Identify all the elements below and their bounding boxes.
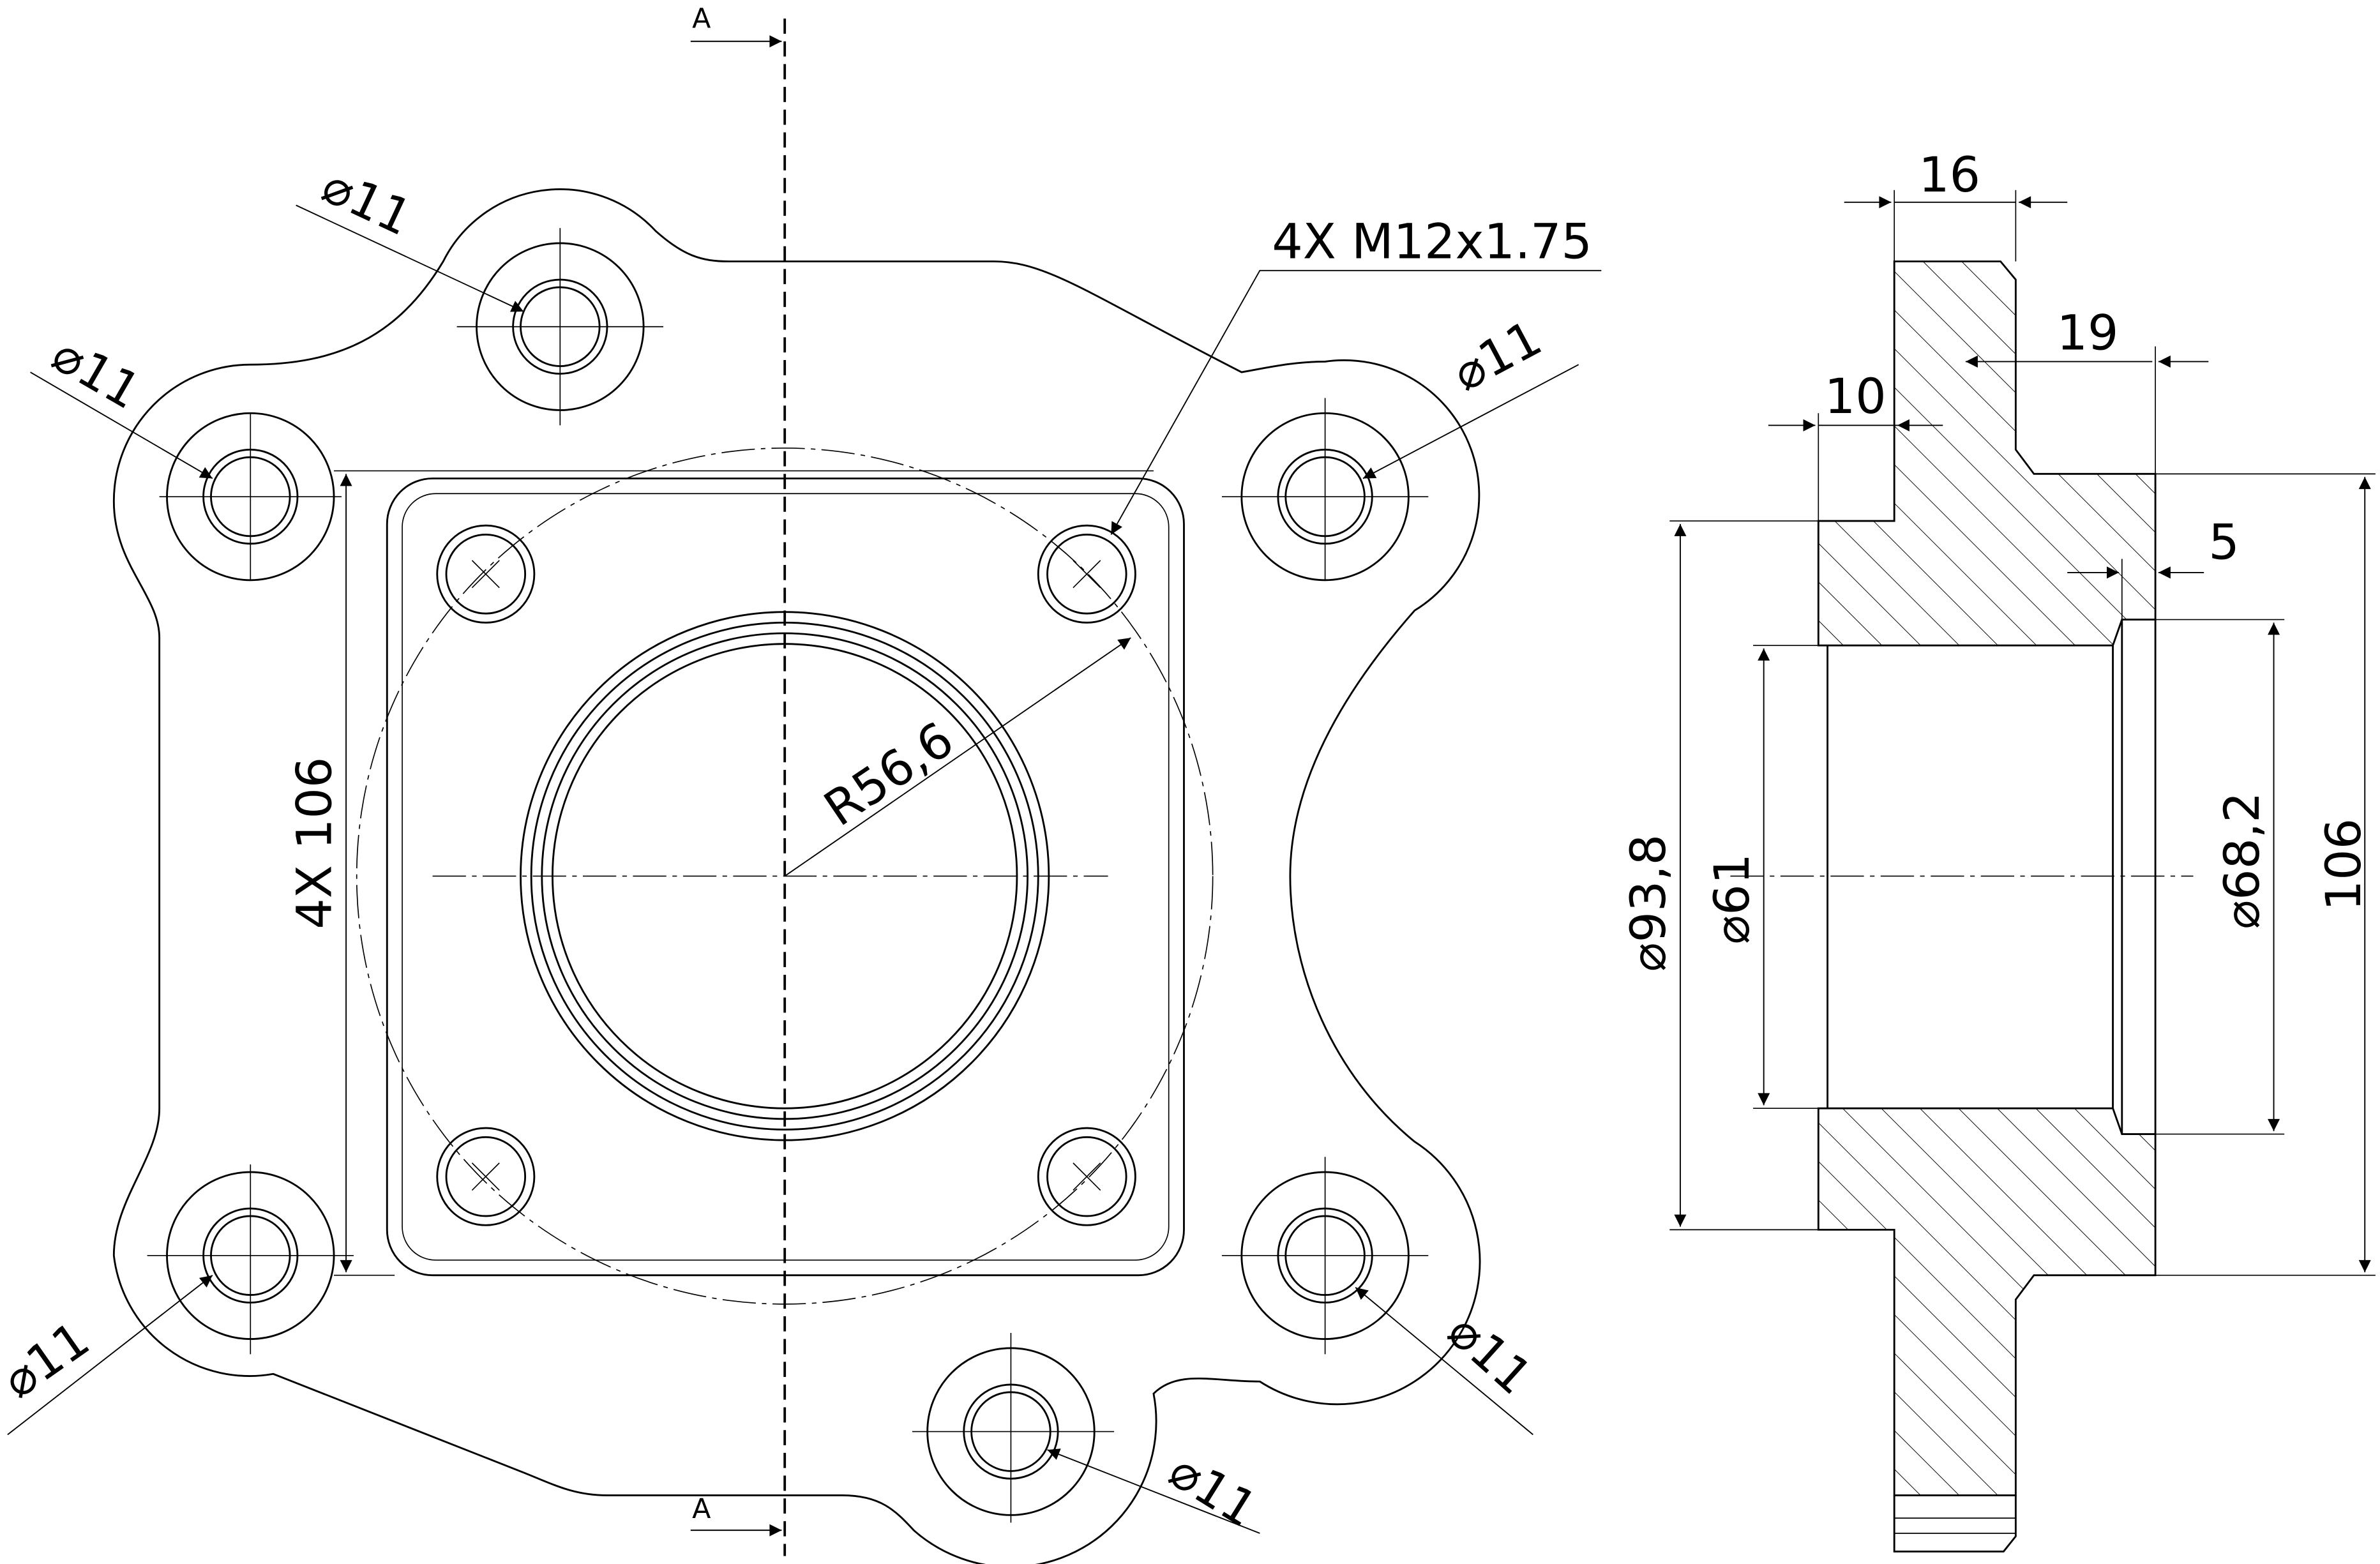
dim-16: 16 [1918, 146, 1980, 203]
dia-93-8: ⌀93,8 [1620, 834, 1676, 972]
hole-label: ⌀11 [314, 156, 421, 246]
hole-leader [1362, 364, 1579, 479]
bolt-circle [356, 447, 1214, 1305]
hole-label: ⌀11 [1159, 1441, 1267, 1538]
radius-dimension-line [784, 637, 1131, 877]
thread-callout: 4X M12x1.75 [1272, 213, 1592, 270]
hole-boss [1221, 398, 1429, 582]
dia-61: ⌀61 [1703, 853, 1760, 945]
section-marker-top: A [692, 3, 711, 34]
hole-boss [456, 228, 663, 426]
dim-10: 10 [1825, 368, 1887, 425]
section-view: 16 19 10 5 ⌀93,8 ⌀61 ⌀68,2 [1620, 146, 2376, 1553]
hole-leader [1047, 1448, 1260, 1534]
spacing-label: 4X 106 [285, 757, 342, 929]
dim-19: 19 [2057, 304, 2119, 361]
square-plate [386, 477, 1185, 1277]
hole-boss [1221, 1157, 1429, 1355]
center-bore [520, 611, 1050, 1141]
dia-68-2: ⌀68,2 [2213, 792, 2270, 929]
square-plate-inner [402, 493, 1170, 1261]
section-hatch-bottom [1817, 1107, 2157, 1496]
hole-boss [147, 1164, 354, 1355]
hole-boss [912, 1333, 1115, 1523]
hole-label: ⌀11 [43, 326, 150, 420]
section-marker-bottom: A [692, 1493, 711, 1525]
hole-leader [1355, 1286, 1533, 1436]
hole-label: ⌀11 [1437, 1302, 1543, 1406]
hole-leader [7, 1274, 213, 1436]
dim-5: 5 [2208, 514, 2239, 571]
threaded-holes [436, 524, 1136, 1226]
mounting-holes [147, 228, 1429, 1523]
flange-outline [112, 188, 1481, 1564]
hole-label: ⌀11 [0, 1311, 100, 1410]
front-view: A A [0, 3, 1602, 1564]
radius-label: R56,6 [814, 711, 963, 837]
hole-boss [159, 412, 342, 582]
hole-leader [30, 372, 213, 479]
dim-106: 106 [2315, 818, 2372, 911]
thread-callout-leader [1110, 269, 1602, 535]
hole-leader [296, 204, 524, 312]
section-bottom-end [1893, 1495, 2017, 1553]
